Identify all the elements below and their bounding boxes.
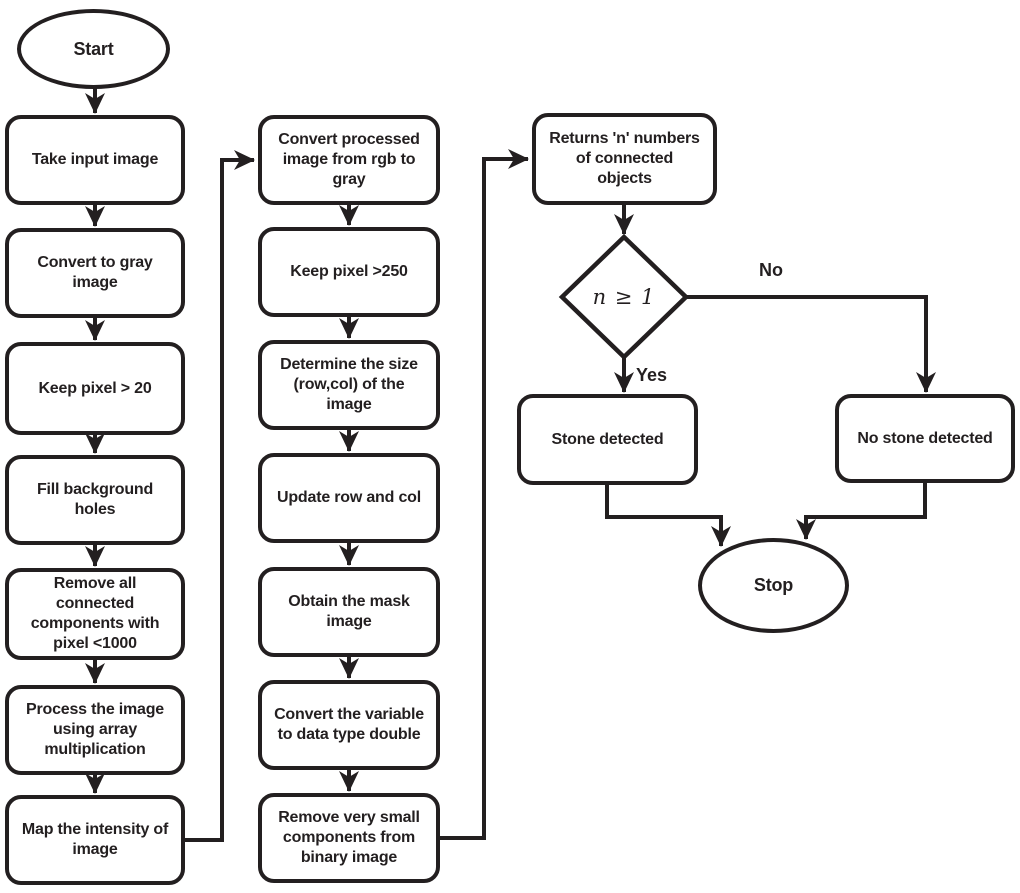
decision-label: n ≥ 1 — [592, 285, 656, 309]
node-process-array-multiplication: Process the image using array multiplica… — [5, 685, 185, 775]
node-convert-to-gray: Convert to gray image — [5, 228, 185, 318]
connector-mapintensity-convertprocessed — [185, 150, 255, 842]
node-returns-n-objects: Returns 'n' numbers of connected objects — [532, 113, 717, 205]
node-keep-pixel-250: Keep pixel >250 — [258, 227, 440, 317]
node-no-stone-detected: No stone detected — [835, 394, 1015, 483]
connector-stonedetected-stop — [605, 485, 731, 547]
node-determine-size: Determine the size (row,col) of the imag… — [258, 340, 440, 430]
node-remove-connected-components: Remove all connected components with pix… — [5, 568, 185, 660]
edge-label-no: No — [759, 260, 783, 280]
node-stone-detected: Stone detected — [517, 394, 698, 485]
node-start: Start — [17, 9, 170, 89]
node-map-intensity: Map the intensity of image — [5, 795, 185, 885]
connector-nostone-stop — [796, 483, 927, 540]
node-remove-very-small-components: Remove very small components from binary… — [258, 793, 440, 883]
edge-label-yes: Yes — [636, 365, 668, 385]
node-stop: Stop — [698, 538, 849, 633]
connector-decision-no — [686, 295, 936, 393]
node-convert-variable-double: Convert the variable to data type double — [258, 680, 440, 770]
node-take-input-image: Take input image — [5, 115, 185, 205]
connector-removesmall-returnsn — [440, 149, 529, 840]
node-keep-pixel-20: Keep pixel > 20 — [5, 342, 185, 435]
node-obtain-mask: Obtain the mask image — [258, 567, 440, 657]
node-update-row-col: Update row and col — [258, 453, 440, 543]
node-fill-background-holes: Fill background holes — [5, 455, 185, 545]
node-convert-processed-rgb-gray: Convert processed image from rgb to gray — [258, 115, 440, 205]
decision-diamond — [558, 233, 690, 361]
